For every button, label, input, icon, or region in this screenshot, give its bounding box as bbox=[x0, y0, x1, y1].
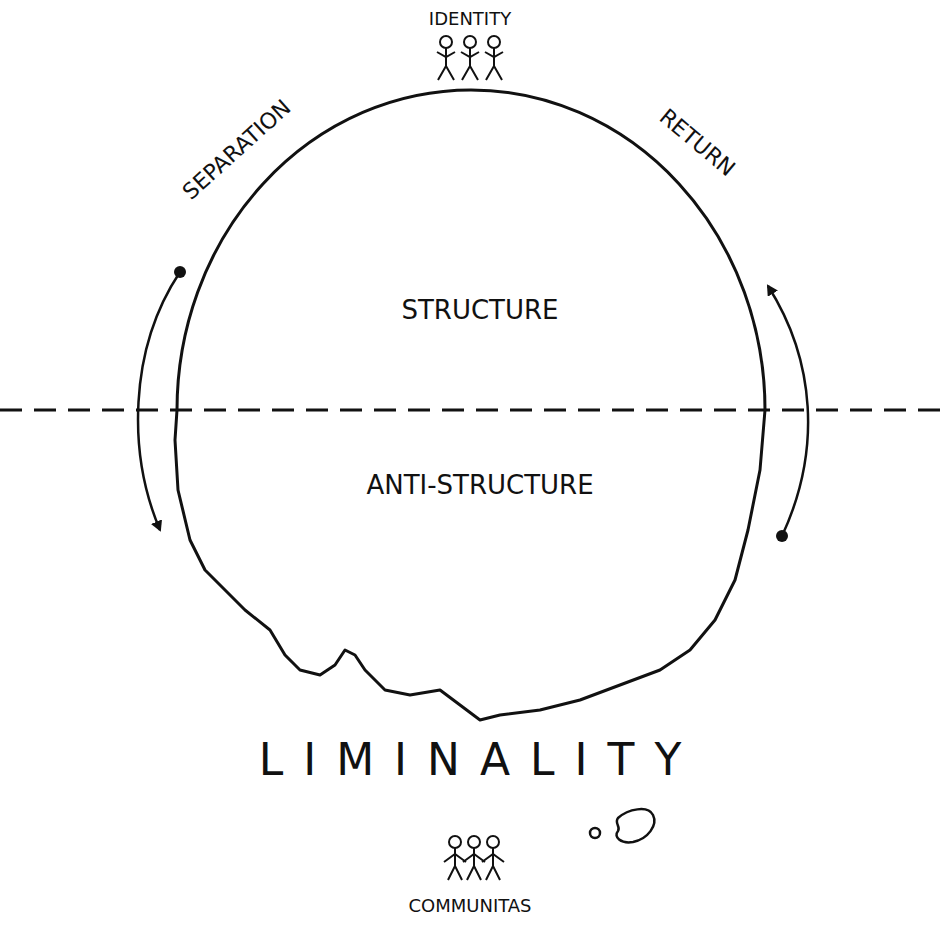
island-blob bbox=[590, 809, 654, 842]
identity-figures bbox=[437, 36, 503, 80]
dashed-divider bbox=[0, 409, 941, 412]
circle-region: STRUCTURE ANTI-STRUCTURE bbox=[170, 80, 770, 735]
phase-label: LIMINALITY bbox=[239, 736, 702, 784]
region-label: STRUCTURE bbox=[401, 296, 558, 325]
arc-label: SEPARATION bbox=[178, 95, 295, 204]
return-arrow bbox=[768, 286, 808, 542]
circle-outline bbox=[170, 80, 770, 735]
top-label: IDENTITY bbox=[429, 9, 511, 29]
bottom-label: COMMUNITAS bbox=[408, 896, 531, 916]
communitas-figures bbox=[444, 836, 504, 880]
region-label: ANTI-STRUCTURE bbox=[366, 471, 593, 500]
